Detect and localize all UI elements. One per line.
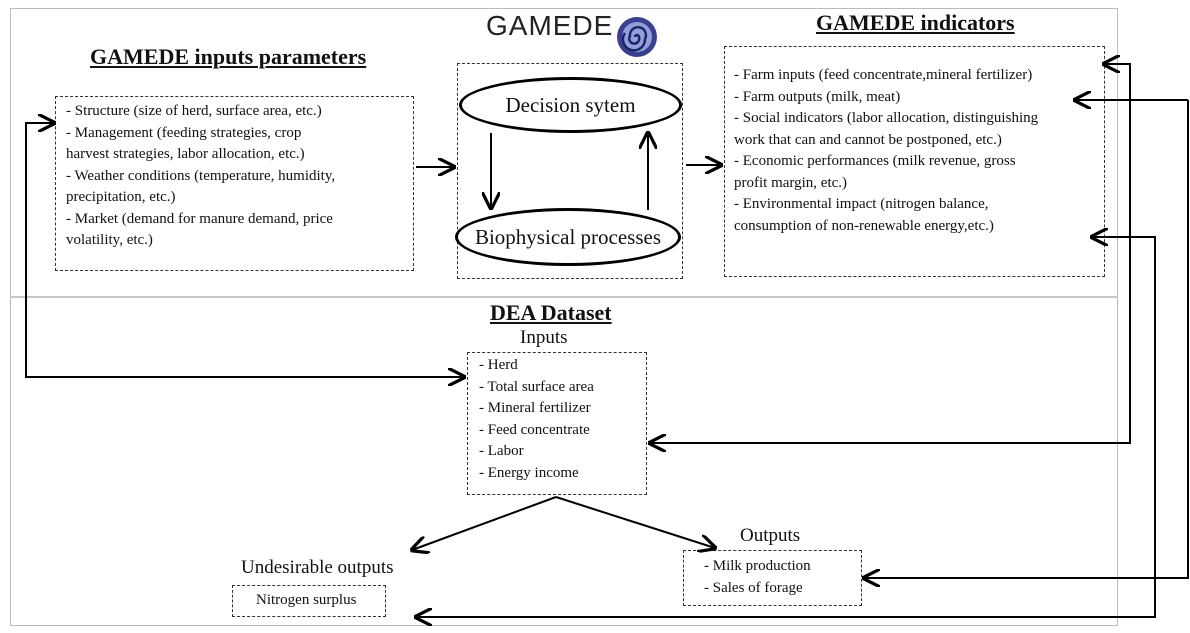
arrow-dea-to-outputs <box>555 496 715 548</box>
spiral-logo-icon <box>614 14 660 60</box>
arrow-environment-to-undesirable <box>416 237 1156 617</box>
arrow-dea-to-undesirable <box>412 496 557 550</box>
inputs-section-title: GAMEDE inputs parameters <box>90 44 367 69</box>
undesirable-outputs-list: Nitrogen surplus <box>256 590 356 612</box>
arrow-inputs-to-dea-inputs <box>25 123 464 377</box>
undesirable-output-item: Nitrogen surplus <box>256 592 357 608</box>
undesirable-outputs-box: Nitrogen surplus <box>232 585 386 617</box>
undesirable-outputs-label: Undesirable outputs <box>241 557 394 578</box>
arrow-farm-inputs-to-dea <box>650 64 1131 443</box>
logo-text: GAMEDE <box>486 10 614 41</box>
arrow-farm-outputs-to-dea-outputs <box>864 100 1189 578</box>
indicators-section-title: GAMEDE indicators <box>816 10 1015 35</box>
decision-system-ellipse: Decision sytem <box>459 77 682 133</box>
